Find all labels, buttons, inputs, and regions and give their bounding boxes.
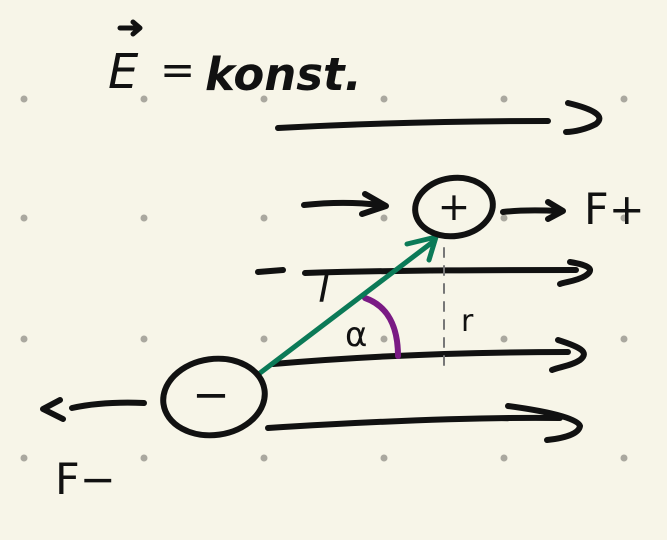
negative-force-arrow <box>40 397 147 422</box>
grid-dot <box>380 95 388 103</box>
field-arrow-lower <box>270 337 587 373</box>
grid-dot <box>620 214 628 222</box>
positive-charge-symbol: + <box>438 185 471 230</box>
angle-arc <box>362 295 401 359</box>
negative-charge-symbol: − <box>192 368 230 421</box>
grid-dot <box>620 454 628 462</box>
grid-dot <box>620 335 628 343</box>
grid-dot <box>20 335 28 343</box>
dipole-separation-line <box>257 238 437 376</box>
grid-dot <box>20 95 28 103</box>
grid-dot <box>620 95 628 103</box>
grid-dots <box>20 95 628 462</box>
grid-dot <box>140 454 148 462</box>
grid-dot <box>380 335 388 343</box>
field-arrow-short-left <box>301 191 389 217</box>
grid-dot <box>500 214 508 222</box>
field-symbol: E <box>108 44 139 100</box>
negative-charge: − <box>160 355 268 439</box>
grid-dot <box>140 335 148 343</box>
angle-label: α <box>345 315 367 355</box>
grid-dot <box>500 95 508 103</box>
constant-label: konst. <box>205 48 362 101</box>
grid-dot <box>500 454 508 462</box>
field-arrow-bottom <box>265 403 583 443</box>
negative-charge-circle <box>160 355 268 439</box>
vector-arrow-icon <box>117 19 143 37</box>
electric-field-lines <box>255 100 603 443</box>
negative-force: F− <box>40 397 147 505</box>
grid-dot <box>140 95 148 103</box>
field-equation: E = konst. <box>108 19 362 101</box>
positive-force-arrow <box>500 199 566 222</box>
positive-charge: + <box>412 174 496 240</box>
equals-sign: = <box>160 45 195 94</box>
grid-dot <box>20 214 28 222</box>
grid-dot <box>380 214 388 222</box>
field-arrow-middle <box>255 259 593 287</box>
grid-dot <box>260 454 268 462</box>
grid-dot <box>20 454 28 462</box>
grid-dot <box>140 214 148 222</box>
grid-dot <box>380 454 388 462</box>
grid-dot <box>260 95 268 103</box>
separation-label: l <box>318 263 330 312</box>
grid-dot <box>260 214 268 222</box>
field-arrow-top <box>275 100 603 135</box>
negative-force-label: F− <box>55 455 116 505</box>
positive-charge-circle <box>412 174 496 240</box>
grid-dot <box>500 335 508 343</box>
positive-force: F+ <box>500 185 645 235</box>
grid-dot <box>260 335 268 343</box>
positive-force-label: F+ <box>584 185 645 235</box>
distance-label: r <box>461 304 474 339</box>
